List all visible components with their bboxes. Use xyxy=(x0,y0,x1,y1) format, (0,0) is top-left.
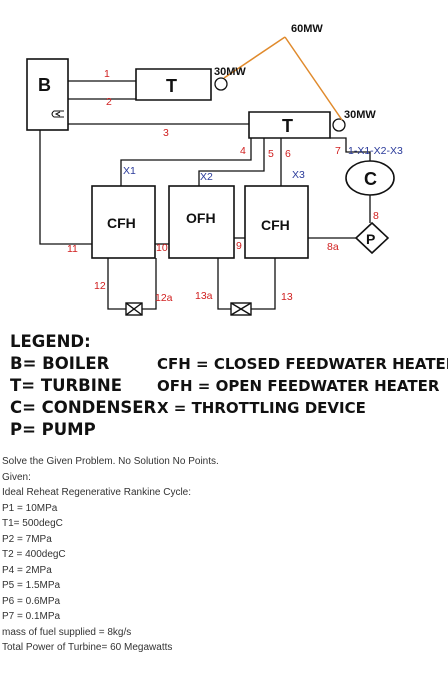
ofh-box xyxy=(168,185,235,259)
pump-shape xyxy=(354,221,390,255)
legend-right: CFH = CLOSED FEEDWATER HEATER OFH = OPEN… xyxy=(157,353,448,419)
problem-line: P1 = 10MPa xyxy=(2,502,58,514)
legend-condenser: C= CONDENSER xyxy=(10,398,157,417)
rankine-cycle-diagram: B T T C P CFH OFH CFH 60MW 30MW 30MW 1-X… xyxy=(26,23,403,316)
state-8a: 8a xyxy=(327,241,339,253)
hp-turbine-generator xyxy=(214,77,228,91)
legend-throttle: X = THROTTLING DEVICE xyxy=(157,399,366,417)
problem-line: Solve the Given Problem. No Solution No … xyxy=(2,456,219,467)
throttle-valve-left xyxy=(125,302,143,316)
power-total-label: 60MW xyxy=(291,23,323,35)
state-10: 10 xyxy=(156,242,168,254)
state-12a: 12a xyxy=(155,292,173,304)
power-hp-label: 30MW xyxy=(214,66,246,78)
ofh-label: OFH xyxy=(186,210,216,226)
hp-turbine-shape xyxy=(135,68,212,101)
state-7: 7 xyxy=(335,145,341,157)
x1-label: X1 xyxy=(123,165,136,177)
problem-line: mass of fuel supplied = 8kg/s xyxy=(2,626,132,638)
problem-statement: Solve the Given Problem. No Solution No … xyxy=(2,454,219,656)
condenser-label: C xyxy=(364,169,377,189)
problem-line: T1= 500degC xyxy=(2,518,63,529)
state-1: 1 xyxy=(104,68,110,80)
legend-turbine: T= TURBINE xyxy=(10,376,122,395)
state-4: 4 xyxy=(240,145,246,157)
problem-line: T2 = 400degC xyxy=(2,549,66,560)
problem-line: Ideal Reheat Regenerative Rankine Cycle: xyxy=(2,487,191,498)
problem-line: P7 = 0.1MPa xyxy=(2,611,61,622)
state-11: 11 xyxy=(67,243,78,255)
cfh-left-label: CFH xyxy=(107,215,136,231)
x2-label: X2 xyxy=(200,171,213,183)
legend-boiler: B= BOILER xyxy=(10,354,110,373)
boiler-label: B xyxy=(38,75,51,95)
state-3: 3 xyxy=(163,127,169,139)
power-line-lp xyxy=(284,36,343,121)
legend-title: LEGEND: xyxy=(10,332,91,351)
cfh-left-box xyxy=(91,185,156,259)
state-8: 8 xyxy=(373,210,379,222)
legend-pump: P= PUMP xyxy=(10,420,96,439)
state-2: 2 xyxy=(106,96,112,108)
state-12: 12 xyxy=(94,280,106,292)
pump-label: P xyxy=(366,231,375,247)
problem-line: P5 = 1.5MPa xyxy=(2,580,61,591)
legend-cfh: CFH = CLOSED FEEDWATER HEATER xyxy=(157,355,448,373)
power-line-hp xyxy=(223,36,286,79)
state-13a: 13a xyxy=(195,290,213,302)
state-9: 9 xyxy=(236,240,242,252)
hp-turbine-label: T xyxy=(166,76,177,96)
state-5: 5 xyxy=(268,148,274,160)
state-6: 6 xyxy=(285,148,291,160)
legend-ofh: OFH = OPEN FEEDWATER HEATER xyxy=(157,377,440,395)
legend-left: LEGEND: B= BOILER T= TURBINE C= CONDENSE… xyxy=(10,331,156,441)
problem-line: P4 = 2MPa xyxy=(2,564,52,576)
state-13: 13 xyxy=(281,291,293,303)
problem-line: P6 = 0.6MPa xyxy=(2,595,61,607)
boiler-box xyxy=(26,58,69,131)
lp-turbine-label: T xyxy=(282,116,293,136)
cfh-right-box xyxy=(244,185,309,259)
cfh-right-label: CFH xyxy=(261,217,290,233)
x3-label: X3 xyxy=(292,169,305,181)
problem-line: P2 = 7MPa xyxy=(2,533,52,545)
throttle-valve-right xyxy=(230,302,252,316)
power-lp-label: 30MW xyxy=(344,109,376,121)
problem-line: Given: xyxy=(2,471,31,483)
problem-line: Total Power of Turbine= 60 Megawatts xyxy=(2,642,173,653)
lp-turbine-generator xyxy=(332,118,346,132)
flow-main-label: 1-X1-X2-X3 xyxy=(348,145,403,157)
